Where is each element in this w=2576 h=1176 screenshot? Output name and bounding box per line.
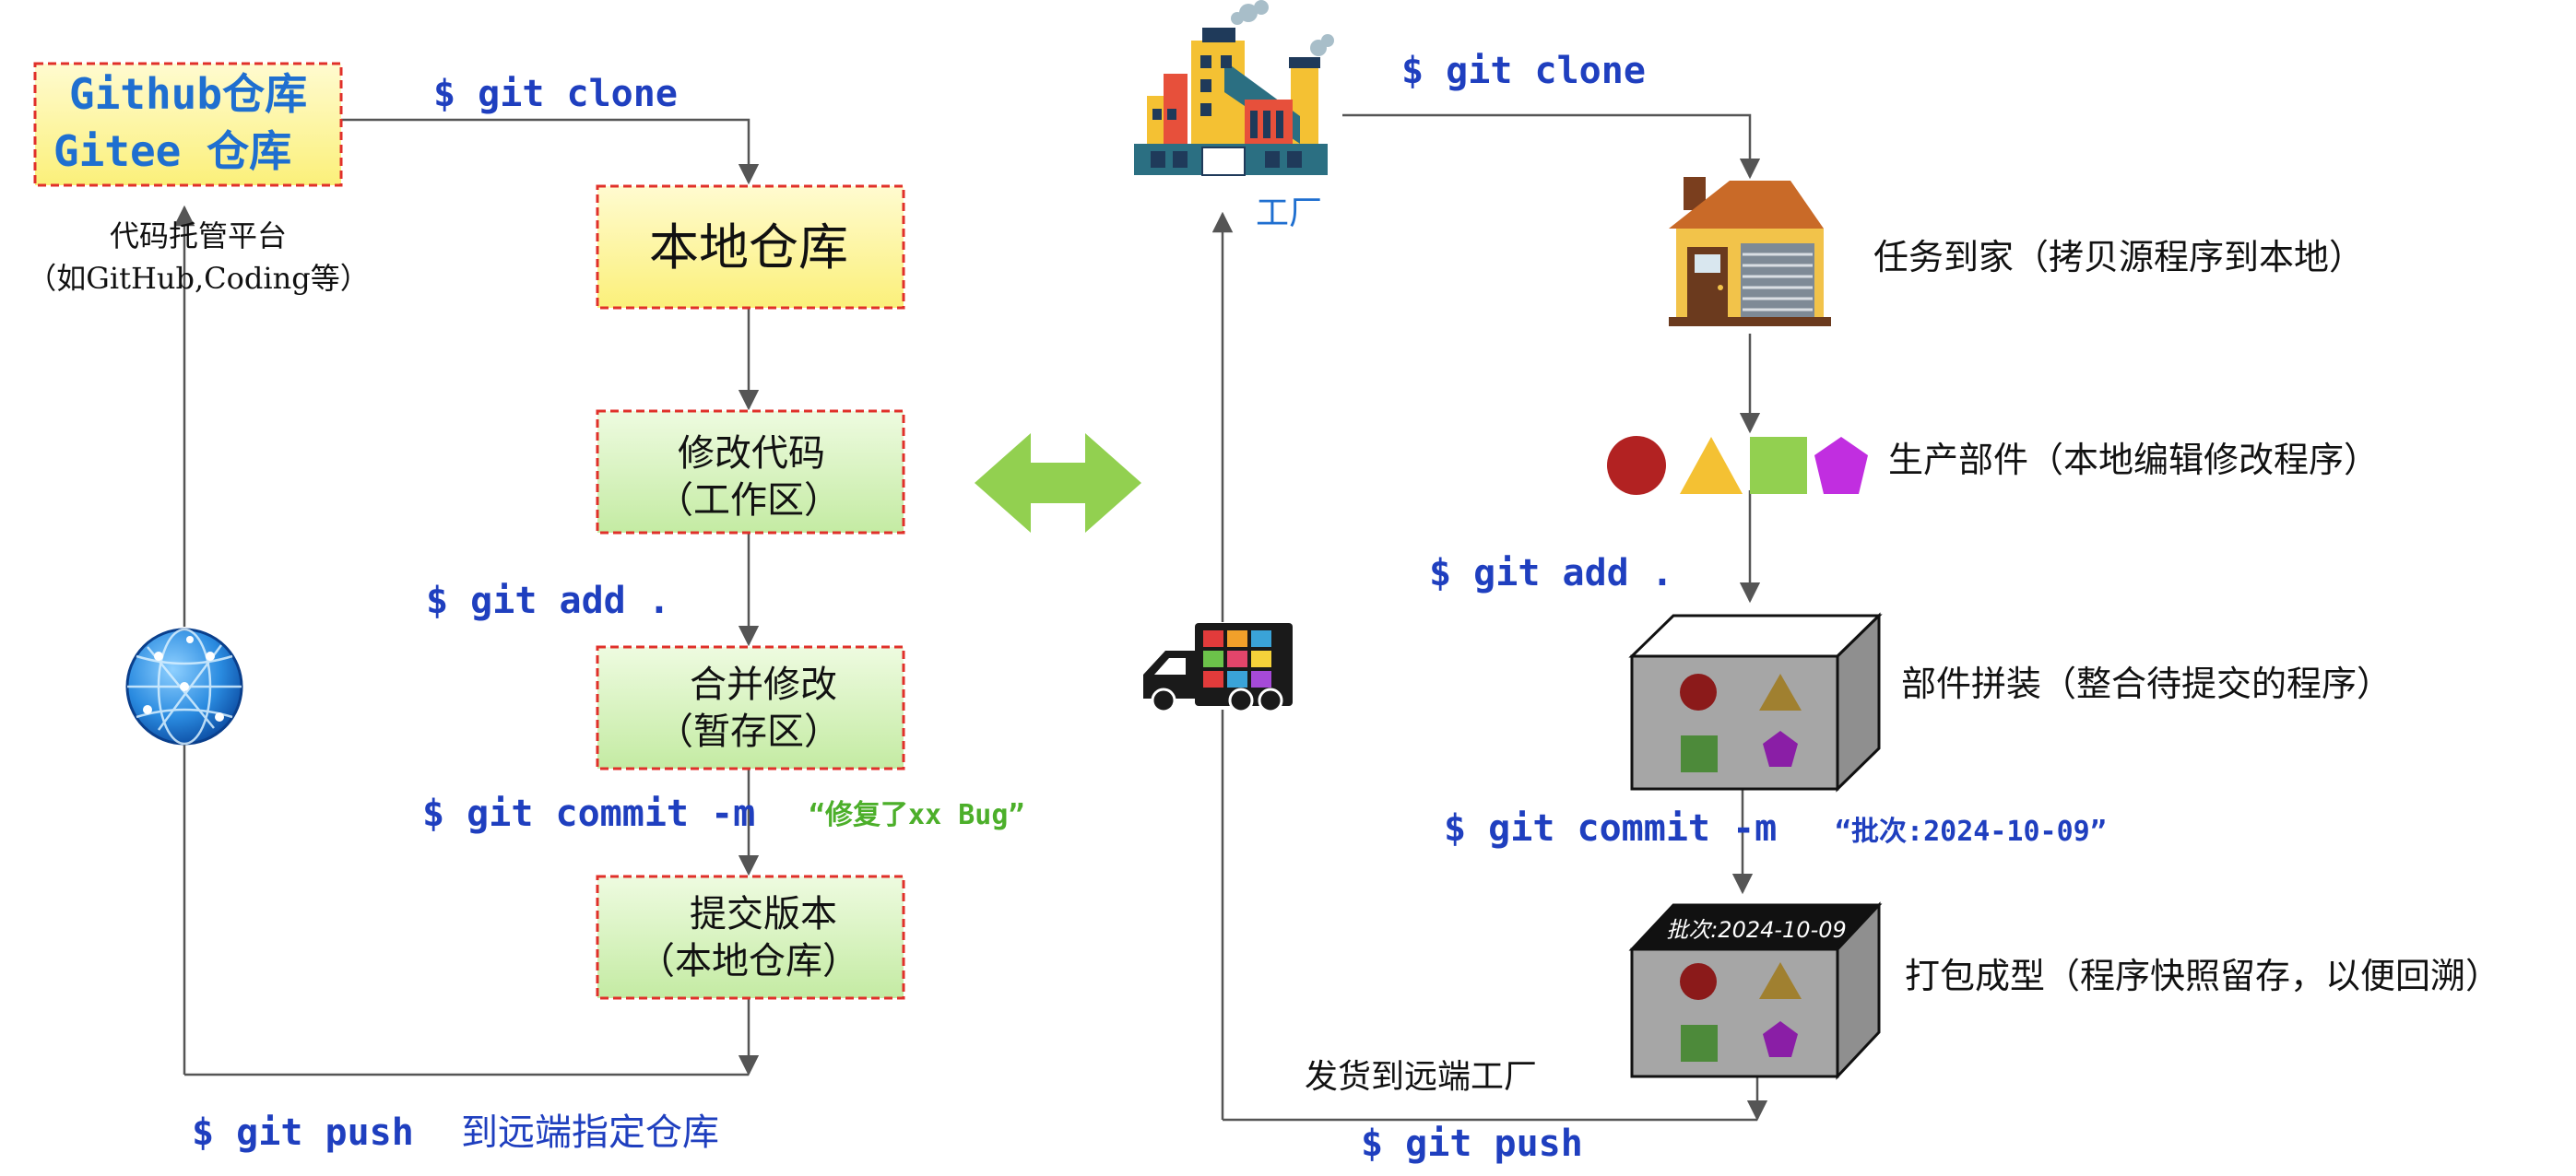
packaged-cube [1628,901,1883,1080]
left-push-command: $ git push [192,1111,414,1154]
working-area-box [596,409,905,535]
staging-area-line1: 合并修改 [690,664,837,706]
committed-box [596,875,905,1000]
remote-repo-box [33,62,343,187]
yellow-triangle-shape [1680,437,1743,494]
ship-description: 发货到远端工厂 [1305,1058,1537,1096]
batch-label: 批次:2024-10-09 [1666,917,1847,943]
right-commit-message: “批次:2024-10-09” [1835,816,2107,848]
globe-icon [125,628,243,746]
right-clone-arrow [1342,113,1761,180]
left-commit-message: “修复了xx Bug” [809,799,1025,831]
right-add-command: $ git add . [1429,552,1673,594]
assembled-cube [1628,612,1883,793]
green-square-shape [1750,437,1807,494]
remote-caption-line2: （如GitHub,Coding等） [27,261,369,296]
red-circle-shape [1607,436,1666,495]
right-push-command: $ git push [1361,1123,1583,1165]
package-description: 打包成型（程序快照留存，以便回溯） [1905,956,2500,996]
remote-repo-line1: Github仓库 [69,69,307,119]
left-commit-command: $ git commit -m [422,793,755,835]
remote-repo-line2: Gitee 仓库 [53,126,291,176]
parts-shapes [1607,436,1868,495]
clone-arrow-left [341,118,760,185]
committed-line2: （本地仓库） [638,940,859,982]
house-icon [1669,177,1831,326]
parts-description: 生产部件（本地编辑修改程序） [1888,440,2379,480]
working-area-line2: （工作区） [656,479,841,522]
truck-icon [1143,623,1293,713]
purple-pentagon-shape [1814,437,1868,494]
left-connectors [173,118,760,1076]
local-repo-label: 本地仓库 [649,218,848,276]
factory-icon [1134,0,1334,176]
staging-area-line2: （暂存区） [656,711,841,753]
left-add-command: $ git add . [426,580,670,622]
home-description: 任务到家（拷贝源程序到本地） [1873,237,2364,277]
staging-area-box [596,645,905,770]
left-push-description: 到远端指定仓库 [461,1111,719,1154]
left-clone-command: $ git clone [433,73,678,115]
right-clone-command: $ git clone [1401,50,1646,92]
right-commit-command: $ git commit -m [1444,807,1777,850]
working-area-line1: 修改代码 [678,432,825,475]
assemble-description: 部件拼装（整合待提交的程序） [1901,664,2392,704]
local-repo-box [596,184,905,310]
committed-line1: 提交版本 [690,893,837,935]
remote-caption-line1: 代码托管平台 [110,218,287,253]
double-arrow-icon [975,433,1141,533]
factory-label: 工厂 [1256,194,1322,232]
